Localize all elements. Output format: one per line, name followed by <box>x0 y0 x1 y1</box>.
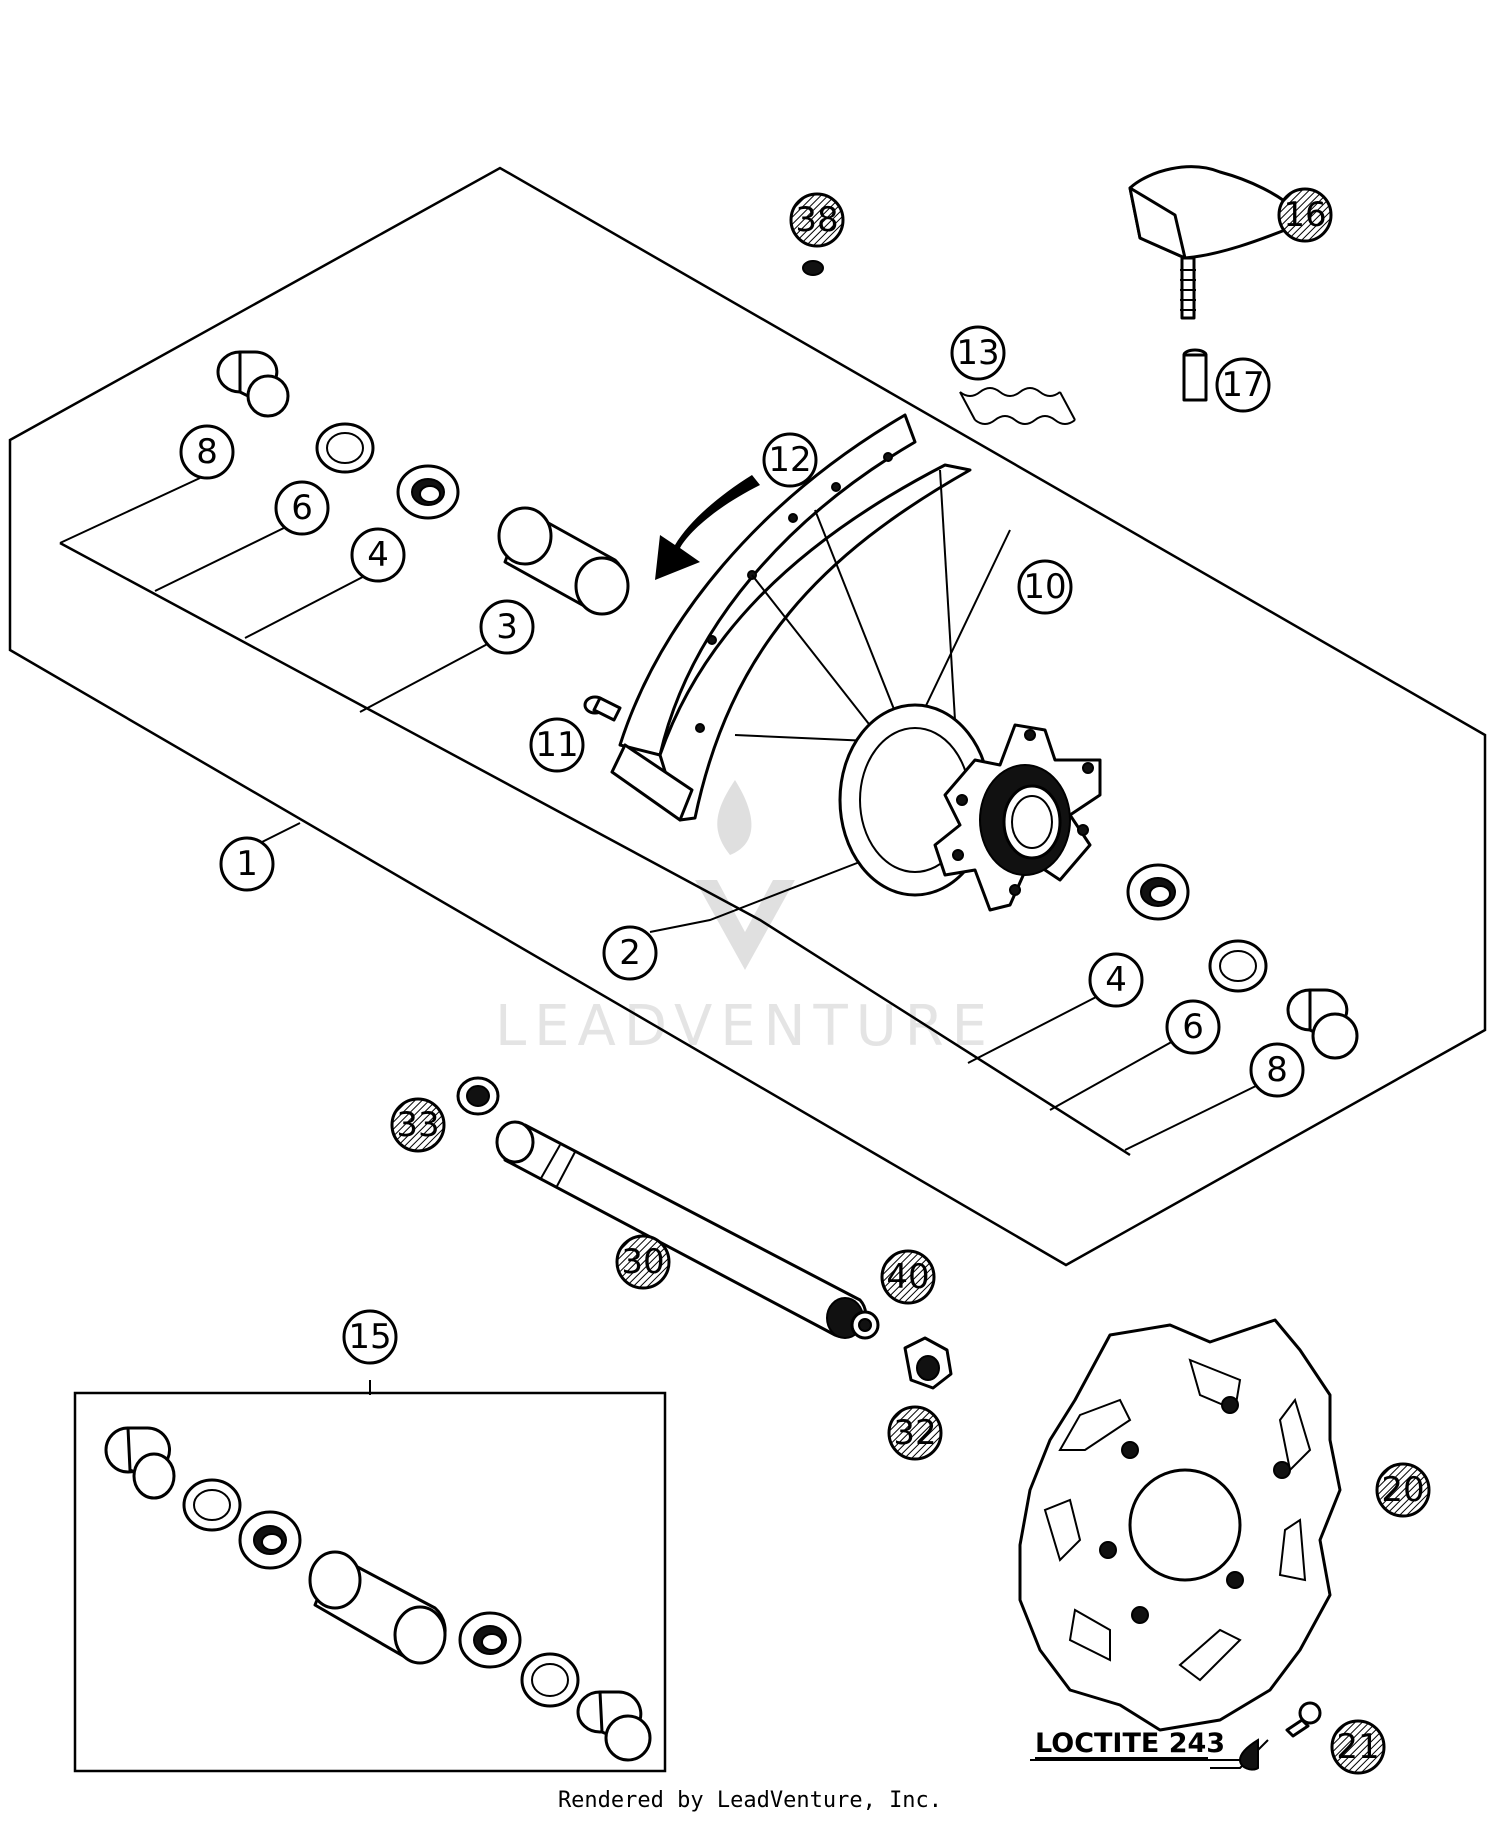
svg-text:38: 38 <box>795 200 838 240</box>
axle-washer <box>850 1310 880 1340</box>
callout-3: 3 <box>479 599 535 655</box>
callout-6-left: 6 <box>274 480 330 536</box>
callout-15: 15 <box>342 1309 398 1365</box>
callout-4-left: 4 <box>350 527 406 583</box>
svg-text:15: 15 <box>348 1317 391 1357</box>
kit-bearing-left <box>238 1510 302 1570</box>
wheel-rim <box>610 413 972 822</box>
callout-12: 12 <box>762 432 818 488</box>
watermark-logo-icon <box>695 780 795 970</box>
inner-set-frame <box>59 541 1131 1157</box>
svg-text:40: 40 <box>886 1257 929 1297</box>
loctite-label: LOCTITE 243 <box>1035 1728 1225 1759</box>
spacer-sleeve-left <box>216 350 290 418</box>
washer-left <box>315 422 375 474</box>
callout-32: 32 <box>887 1405 943 1461</box>
svg-text:11: 11 <box>535 725 578 765</box>
brake-disc <box>1018 1318 1342 1732</box>
kit-spacer-left <box>104 1426 176 1500</box>
callout-10: 10 <box>1017 559 1073 615</box>
bearing-left <box>396 464 460 520</box>
axle-nut <box>903 1336 953 1390</box>
svg-text:6: 6 <box>1182 1007 1204 1047</box>
leader-lines <box>59 477 1269 1769</box>
svg-text:21: 21 <box>1336 1727 1379 1767</box>
kit-spacer-right <box>576 1690 652 1762</box>
watermark: LEADVENTURE <box>495 994 995 1059</box>
wheel-hub <box>838 703 1102 912</box>
callout-2: 2 <box>602 925 658 981</box>
svg-text:12: 12 <box>768 440 811 480</box>
rotation-arrow-icon <box>655 475 760 580</box>
distance-sleeve <box>497 506 630 616</box>
callout-8-left: 8 <box>179 424 235 480</box>
callout-40: 40 <box>880 1249 936 1305</box>
svg-text:20: 20 <box>1381 1470 1424 1510</box>
callout-6-right: 6 <box>1165 999 1221 1055</box>
rim-band <box>959 387 1076 425</box>
rim-lock-valve <box>583 695 622 722</box>
valve-cap <box>802 260 824 276</box>
callout-20: 20 <box>1375 1462 1431 1518</box>
shaft-seal <box>456 1076 500 1116</box>
callout-30: 30 <box>615 1234 671 1290</box>
wheel-kit-frame <box>8 166 1487 1267</box>
svg-text:2: 2 <box>619 933 641 973</box>
rim-lock <box>1128 165 1297 320</box>
svg-text:16: 16 <box>1283 195 1326 235</box>
svg-text:17: 17 <box>1221 365 1264 405</box>
callout-8-right: 8 <box>1249 1042 1305 1098</box>
callout-33: 33 <box>390 1097 446 1153</box>
svg-text:6: 6 <box>291 488 313 528</box>
svg-text:32: 32 <box>893 1413 936 1453</box>
svg-text:30: 30 <box>621 1242 664 1282</box>
wheel-axle <box>495 1120 868 1339</box>
callout-11: 11 <box>529 717 585 773</box>
rim-lock-nut <box>1182 348 1208 402</box>
callout-4-right: 4 <box>1088 952 1144 1008</box>
callout-21: 21 <box>1330 1719 1386 1775</box>
kit-washer-left <box>182 1478 242 1532</box>
washer-right <box>1208 939 1268 993</box>
callout-13: 13 <box>950 325 1006 381</box>
svg-text:4: 4 <box>367 535 389 575</box>
svg-text:8: 8 <box>196 432 218 472</box>
svg-text:10: 10 <box>1023 567 1066 607</box>
kit-washer-right <box>520 1652 580 1708</box>
bearing-kit-frame <box>73 1391 667 1773</box>
callout-17: 17 <box>1215 357 1271 413</box>
svg-text:33: 33 <box>396 1105 439 1145</box>
callout-38: 38 <box>789 192 845 248</box>
svg-text:4: 4 <box>1105 960 1127 1000</box>
bearing-right <box>1126 863 1190 921</box>
kit-bearing-right <box>458 1611 522 1669</box>
callout-16: 16 <box>1277 187 1333 243</box>
loctite-drop-icon <box>1238 1738 1259 1771</box>
svg-text:8: 8 <box>1266 1050 1288 1090</box>
svg-text:1: 1 <box>236 844 258 884</box>
kit-distance-sleeve <box>308 1550 447 1665</box>
disc-screw <box>1285 1701 1322 1738</box>
spacer-sleeve-right <box>1286 988 1359 1060</box>
callout-1: 1 <box>219 836 275 892</box>
svg-text:13: 13 <box>956 333 999 373</box>
svg-text:3: 3 <box>496 607 518 647</box>
footer-credit: Rendered by LeadVenture, Inc. <box>557 1788 943 1813</box>
